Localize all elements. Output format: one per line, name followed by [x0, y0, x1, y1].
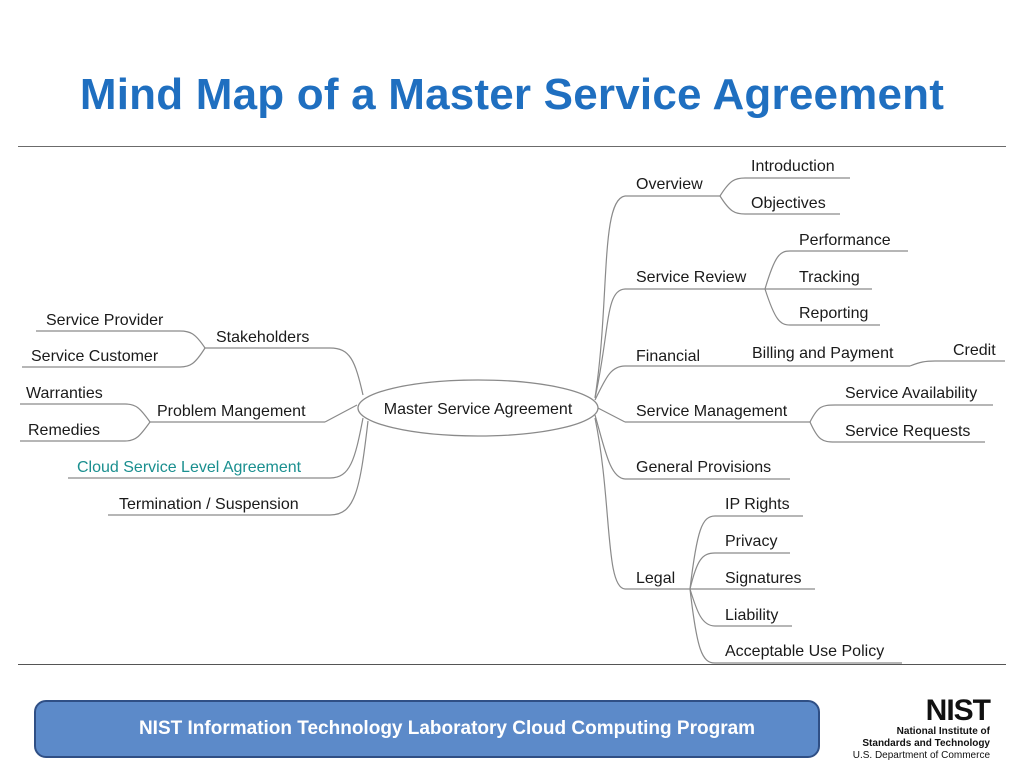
leaf-privacy: Privacy	[725, 533, 777, 550]
branch-problem-management: Problem Mangement	[157, 403, 306, 420]
branch-stakeholders: Stakeholders	[216, 329, 309, 346]
nist-logo: NIST National Institute of Standards and…	[840, 694, 991, 764]
center-node-label: Master Service Agreement	[384, 401, 573, 418]
leaf-service-customer: Service Customer	[31, 348, 159, 365]
footer-banner-text: NIST Information Technology Laboratory C…	[138, 718, 756, 739]
leaf-remedies: Remedies	[28, 422, 100, 439]
leaf-signatures: Signatures	[725, 570, 802, 587]
leaf-service-availability: Service Availability	[845, 385, 977, 402]
branch-financial: Financial	[636, 348, 700, 365]
bottom-divider	[18, 664, 1006, 665]
leaf-reporting: Reporting	[799, 305, 868, 322]
branch-overview: Overview	[636, 176, 703, 193]
leaf-ip-rights: IP Rights	[725, 496, 790, 513]
leaf-service-provider: Service Provider	[46, 312, 164, 329]
branch-cloud-sla: Cloud Service Level Agreement	[77, 459, 302, 476]
branch-legal: Legal	[636, 570, 675, 587]
nist-wordmark: NIST	[925, 694, 991, 727]
nist-name-line1: National Institute of	[896, 726, 990, 737]
nist-department: U.S. Department of Commerce	[852, 750, 990, 761]
leaf-objectives: Objectives	[751, 195, 826, 212]
center-node-ellipse	[357, 379, 599, 437]
branch-termination-suspension: Termination / Suspension	[119, 496, 299, 513]
leaf-service-requests: Service Requests	[845, 423, 970, 440]
branch-general-provisions: General Provisions	[636, 459, 771, 476]
nist-name-line2: Standards and Technology	[862, 738, 990, 749]
slide-title: Mind Map of a Master Service Agreement	[79, 70, 945, 119]
top-divider	[18, 146, 1006, 147]
leaf-acceptable-use-policy: Acceptable Use Policy	[725, 643, 884, 660]
leaf-warranties: Warranties	[26, 385, 103, 402]
leaf-billing-and-payment: Billing and Payment	[752, 345, 894, 362]
branch-service-review: Service Review	[636, 269, 747, 286]
leaf-performance: Performance	[799, 232, 891, 249]
leaf-introduction: Introduction	[751, 158, 835, 175]
connector-lines	[20, 177, 1005, 664]
footer-banner: NIST Information Technology Laboratory C…	[34, 700, 820, 758]
leaf-liability: Liability	[725, 607, 778, 624]
branch-service-management: Service Management	[636, 403, 788, 420]
leaf-credit: Credit	[953, 342, 996, 359]
leaf-tracking: Tracking	[799, 269, 860, 286]
